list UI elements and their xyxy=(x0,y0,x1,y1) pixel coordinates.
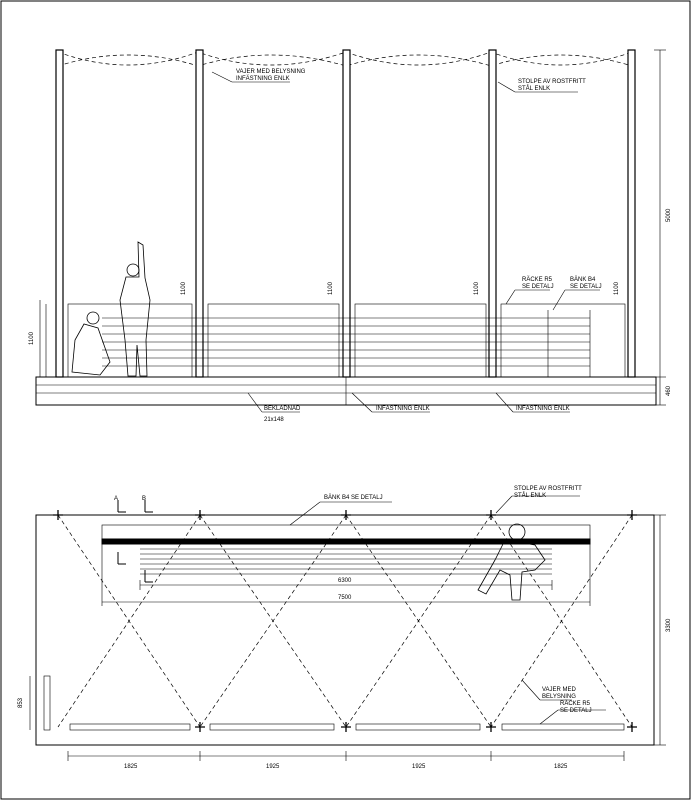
dim-overall: 7500 xyxy=(338,595,352,601)
section-markers xyxy=(117,500,153,583)
dim-bottom-2: 1925 xyxy=(266,764,280,770)
cladding-label-1: BEKLÄDNAD xyxy=(264,405,301,412)
plan-railing-label-1: RÄCKE R5 xyxy=(560,700,591,707)
plan-view: A B 6300 7500 3300 853 1825 1925 1925 xyxy=(18,486,672,770)
annotation-leaders xyxy=(211,71,600,413)
plan-railing-label-2: SE DETALJ xyxy=(560,708,592,714)
railing-label-1: RÄCKE R5 xyxy=(522,276,553,283)
fixing-label-b: INFÄSTNING ENLK xyxy=(516,405,570,412)
plan-wire-label-2: BELYSNING xyxy=(542,694,576,700)
height-left-label: 1100 xyxy=(29,331,35,345)
post-1 xyxy=(55,49,64,378)
dim-depth: 3300 xyxy=(666,618,672,632)
rail-height-2: 1100 xyxy=(328,281,334,295)
platform xyxy=(35,376,657,406)
post-label-2: STÅL ENLK xyxy=(518,85,550,92)
bench-label-2: SE DETALJ xyxy=(570,284,602,290)
section-b-label: B xyxy=(142,496,146,502)
rail-height-3: 1100 xyxy=(474,281,480,295)
post-4 xyxy=(488,49,497,378)
bench-slats xyxy=(102,310,591,377)
rail-height-1: 1100 xyxy=(181,281,187,295)
plan-posts xyxy=(53,510,637,732)
section-a-label: A xyxy=(114,496,118,502)
plan-person xyxy=(477,523,546,601)
wire-label-1: VAJER MED BELYSNING xyxy=(236,69,306,75)
plan-wires xyxy=(57,514,633,728)
post-label-1: STOLPE AV ROSTFRITT xyxy=(518,79,586,85)
dim-side: 853 xyxy=(18,697,24,708)
plan-post-label-1: STOLPE AV ROSTFRITT xyxy=(514,486,582,492)
plan-bench xyxy=(101,524,591,575)
wire-lower xyxy=(57,54,633,67)
plan-dims xyxy=(29,514,666,761)
dim-bottom-3: 1925 xyxy=(412,764,426,770)
right-dim-chain xyxy=(654,49,666,406)
plan-post-label-2: STÅL ENLK xyxy=(514,492,546,499)
plan-wire-label-1: VAJER MED xyxy=(542,687,577,693)
cladding-label-2: 21x148 xyxy=(264,417,284,423)
railings xyxy=(39,300,626,378)
post-5 xyxy=(627,49,636,378)
plan-leaders xyxy=(289,495,606,725)
plan-railings xyxy=(43,675,625,731)
bench-label-1: BÄNK B4 xyxy=(570,276,596,283)
rail-dims: 1100 1100 1100 1100 1100 xyxy=(29,281,620,345)
rail-height-4: 1100 xyxy=(614,281,620,295)
post-3 xyxy=(342,49,351,378)
person-standing xyxy=(119,241,151,377)
wire-label-2: INFÄSTNING ENLK xyxy=(236,75,290,82)
post-2 xyxy=(195,49,204,378)
elevation-view: 1100 1100 1100 1100 1100 5000 460 xyxy=(29,49,672,423)
base-height-label: 460 xyxy=(666,385,672,396)
railing-label-2: SE DETALJ xyxy=(522,284,554,290)
dim-bench: 6300 xyxy=(338,578,352,584)
fixing-label-a: INFÄSTNING ENLK xyxy=(376,405,430,412)
dim-bottom-1: 1825 xyxy=(124,764,138,770)
person-sitting xyxy=(71,311,111,376)
plan-bench-label: BÄNK B4 SE DETALJ xyxy=(324,494,383,501)
dim-bottom-4: 1825 xyxy=(554,764,568,770)
height-total-label: 5000 xyxy=(666,208,672,222)
